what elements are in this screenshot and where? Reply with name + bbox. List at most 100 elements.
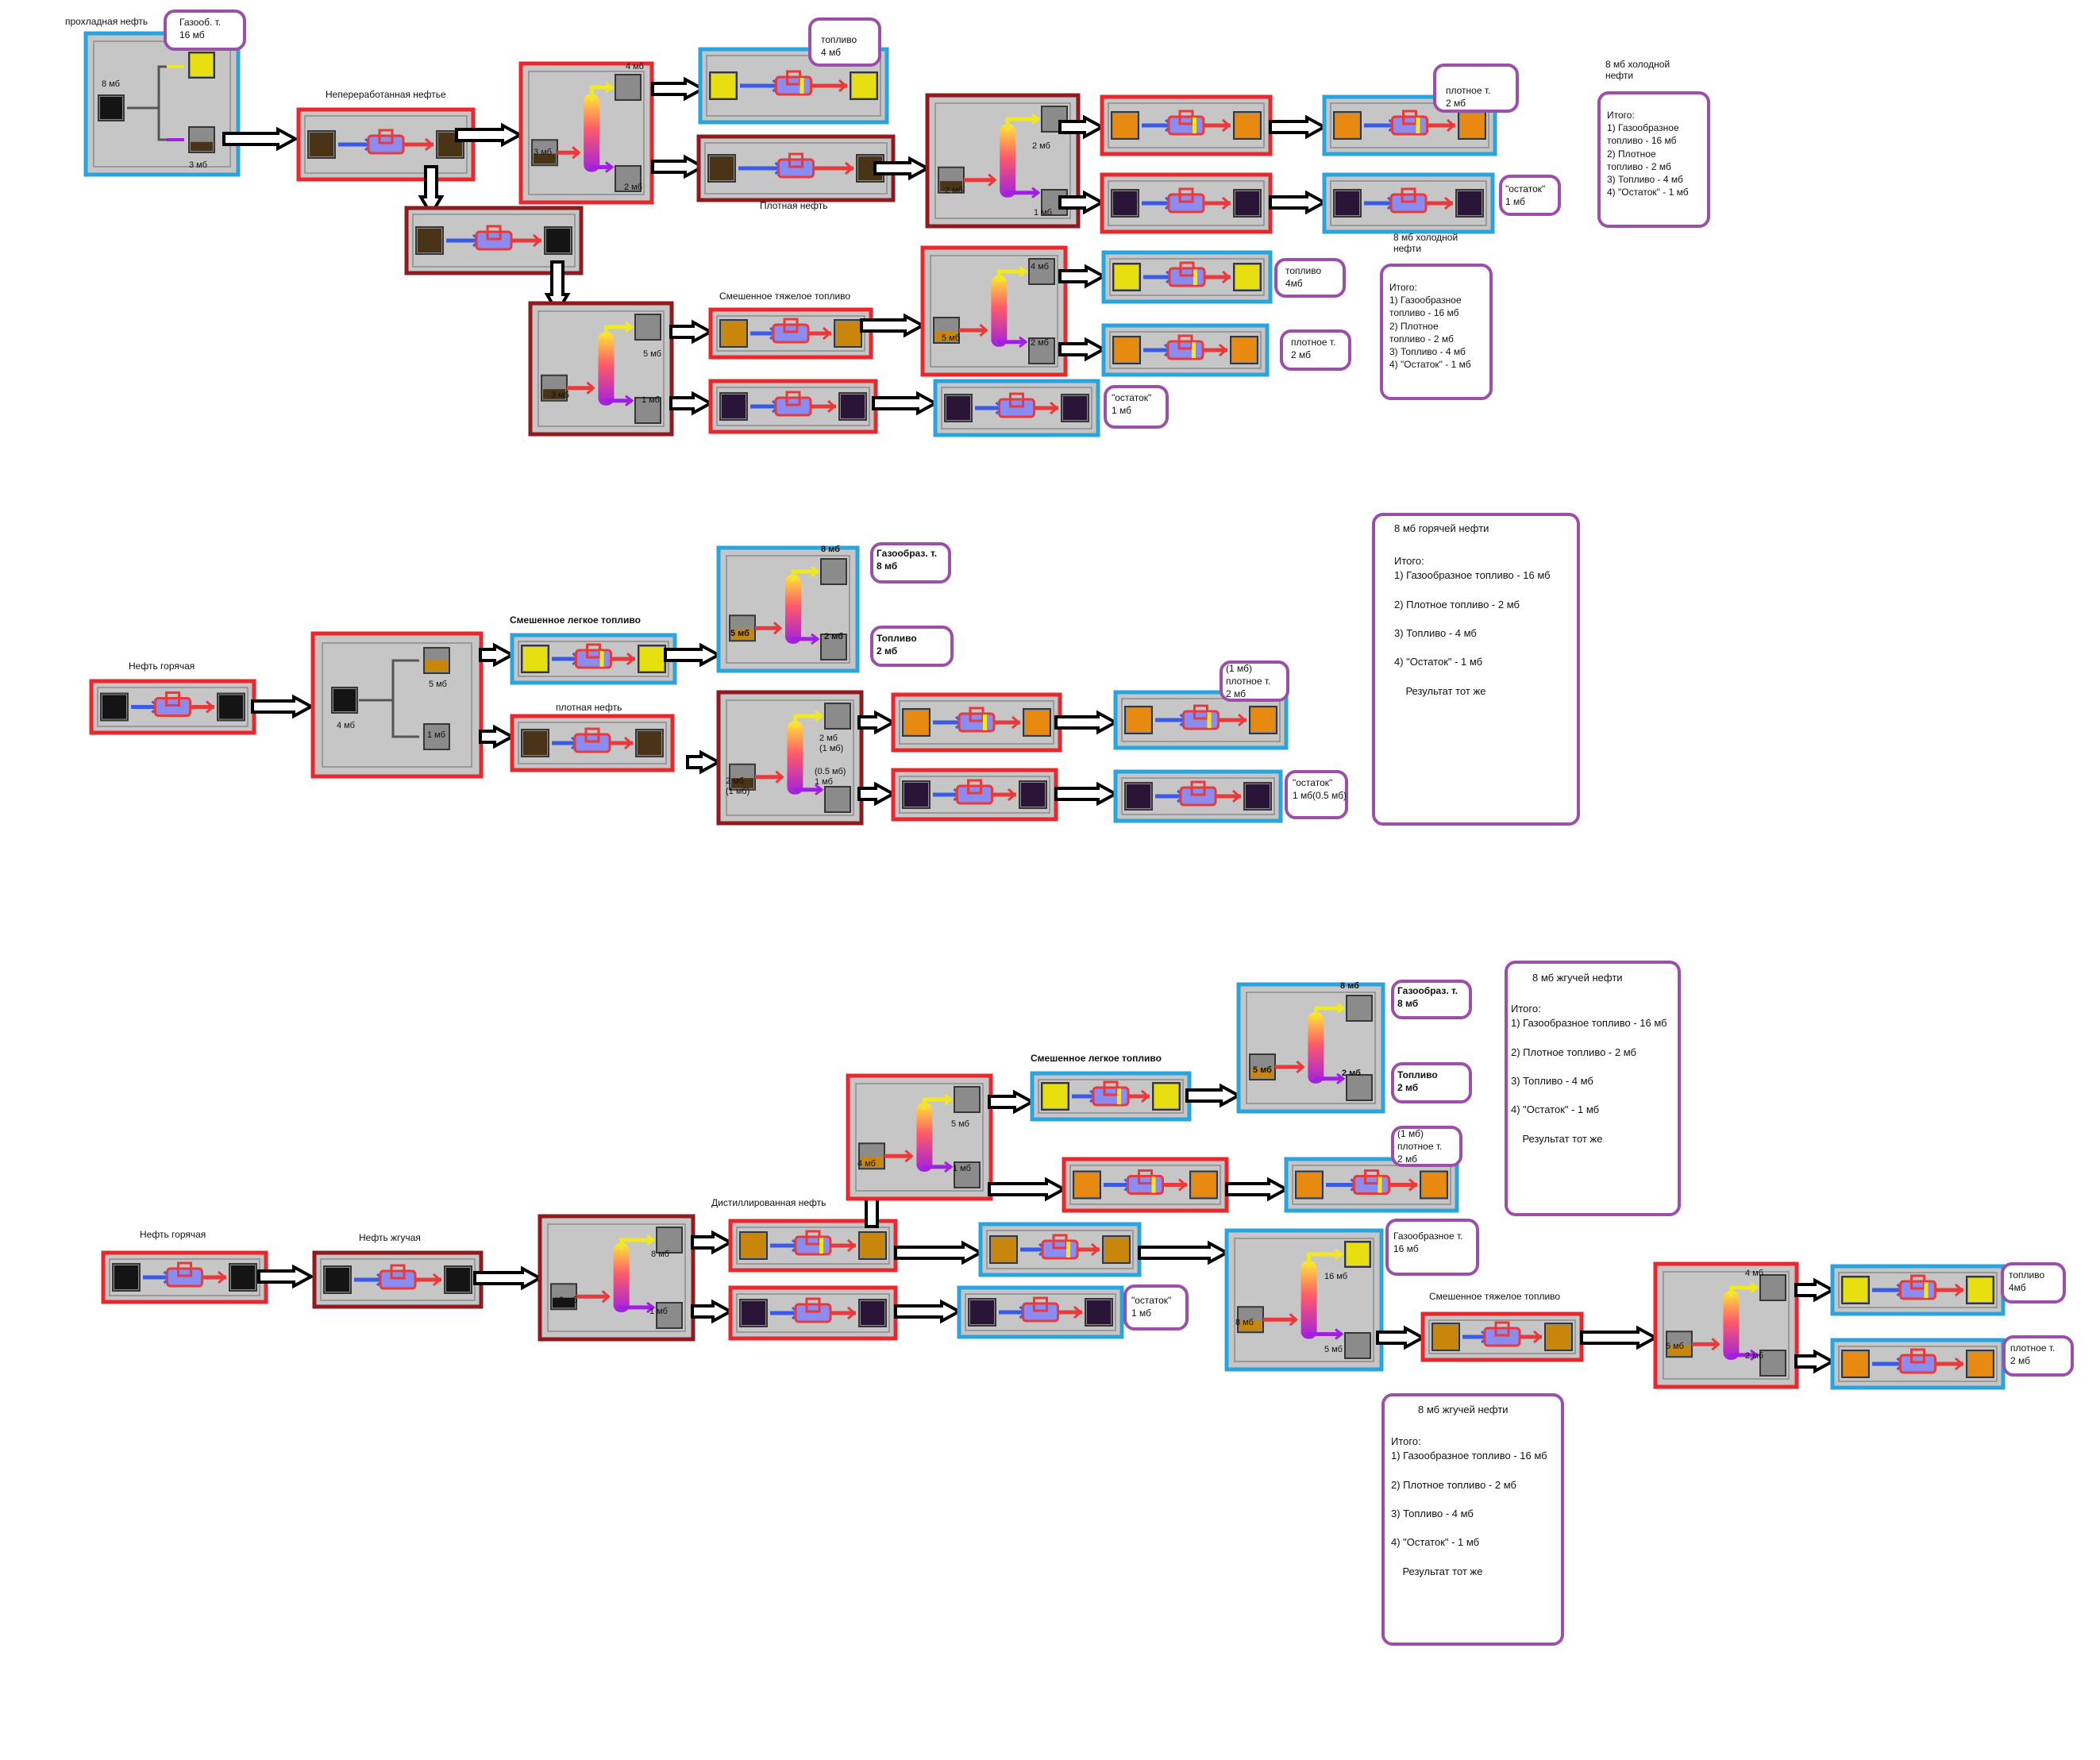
label-s2-col2-top: 2 мб (1 мб) [819, 734, 844, 754]
label-s1-sep-bottom: 3 мб [189, 160, 207, 170]
column-s3-2-output-2 [954, 1161, 981, 1188]
label-s3-colD-bottom: 2 мб [1745, 1351, 1763, 1361]
label-s3-col1-left: 8 мб [559, 1296, 577, 1305]
machine-dense-fuel-3-output-fill [1232, 338, 1256, 362]
flow-arrow [691, 1230, 734, 1255]
flow-arrow [669, 319, 715, 345]
note-s3-summary [1505, 961, 1681, 1216]
machine-s3-light-mix-heater-icon [1092, 1086, 1130, 1107]
label-s1-col3-top: 5 мб [643, 349, 661, 359]
label-s3-hot-oil: Нефть горячая [140, 1229, 206, 1240]
label-s1-col1-bottom: 2 мб [624, 183, 642, 192]
machine-dense-fuel-2-input-fill [1335, 114, 1359, 137]
machine-s3-hot-input-fill [114, 1265, 138, 1289]
label-s1-col4-top: 4 мб [1031, 262, 1049, 272]
label-s3-colA-bottom: 1 мб [953, 1164, 971, 1173]
note-s3-fuel-2-text: топливо 4мб [2009, 1269, 2045, 1294]
flow-arrow [257, 1264, 315, 1289]
flow-arrow [894, 1240, 984, 1265]
label-s2-col2-left: 2 мб (1 мб) [726, 776, 750, 797]
machine-residue-2-output-fill [1458, 191, 1482, 215]
machine-heavy-mix-output-fill [836, 322, 860, 345]
flow-arrow [1185, 1083, 1243, 1108]
note-s3-fuel [1391, 1062, 1472, 1103]
note-s1-residue-2 [1104, 385, 1169, 429]
flow-arrow [873, 156, 931, 181]
note-s2-gas [870, 542, 951, 583]
separator-out-crude-fill [191, 141, 213, 151]
flow-arrow [651, 76, 707, 102]
note-s2-fuel [870, 626, 954, 667]
machine-s2-light-mix-heater-icon [575, 649, 612, 669]
machine-dense-fuel-1-output-fill [1235, 114, 1259, 137]
note-s3-fuel-2 [2001, 1262, 2066, 1304]
machine-s3-distilled-2-output-fill [1104, 1238, 1128, 1261]
machine-fuel-2-output-fill [1235, 265, 1259, 289]
machine-fuel-1-heater-icon [775, 75, 812, 96]
note-s3-fuel-text: Топливо 2 мб [1397, 1069, 1438, 1094]
flow-arrow [1054, 781, 1119, 807]
machine-s3-residue-input-fill [742, 1301, 765, 1325]
label-s3-colB-bottom: 2 мб [1342, 1069, 1361, 1078]
label-s2-summary-title: 8 мб горячей нефти [1394, 522, 1489, 534]
note-s1-gas-text: Газооб. т. 16 мб [179, 17, 222, 41]
label-s1-col4-left: 5 мб [942, 333, 960, 343]
machine-s2-dense-fuel-2-input-fill [1127, 708, 1150, 732]
flow-arrow [479, 724, 516, 749]
column-s3-1-input-fill [553, 1297, 575, 1308]
note-s1-dense-fuel [1433, 64, 1519, 113]
note-s2-dense-fuel [1220, 660, 1289, 702]
column-s3-2-input-fill [861, 1157, 883, 1168]
machine-s3-dense-fuel-2-heater-icon [1353, 1175, 1390, 1195]
machine-s3-dense-fuel-output-fill [1192, 1173, 1216, 1197]
flow-arrow [1269, 114, 1328, 140]
label-s2-sep-bottom: 1 мб [427, 730, 445, 740]
machine-dense-fuel-1-input-fill [1113, 114, 1137, 137]
label-heavy-mix: Смешенное тяжелое топливо [719, 291, 851, 302]
machine-s2-dense-fuel-2-output-fill [1251, 708, 1275, 732]
machine-dense-fuel-3-heater-icon [1166, 340, 1204, 360]
machine-s3-dense-fuel-3-output-fill [1968, 1352, 1992, 1376]
label-s1-col2-top: 2 мб [1032, 141, 1050, 151]
separator-s2-out1-fill [426, 660, 448, 672]
flow-arrow [479, 642, 516, 668]
machine-s3-residue-output-fill [861, 1301, 884, 1325]
machine-heavy-mix-input-fill [722, 322, 746, 345]
column-s2-1-output-2-fill [823, 653, 845, 658]
column-s3-3-output-2-fill [1348, 1092, 1370, 1099]
flow-arrow [1376, 1325, 1427, 1350]
note-s3-dense-fuel-2 [2002, 1335, 2074, 1377]
label-cool-oil: прохладная нефть [65, 16, 148, 27]
column-s3-5-output-2-fill [1762, 1367, 1784, 1374]
machine-s3-light-mix-output-fill [1154, 1084, 1178, 1108]
note-s2-dense-fuel-text: (1 мб) плотное т. 2 мб [1226, 663, 1271, 700]
column-s3-4-input-fill [1239, 1320, 1262, 1331]
machine-s2-residue-input-fill [904, 783, 928, 807]
note-s1-gas [164, 10, 246, 51]
note-s1-summary-2 [1380, 264, 1493, 400]
column-s3-2-output-1 [954, 1086, 981, 1113]
machine-s3-residue-2-heater-icon [1022, 1302, 1059, 1323]
machine-fuel-2-input-fill [1115, 265, 1139, 289]
note-s3-summary-2 [1381, 1393, 1564, 1646]
label-s1-sep-left: 8 мб [102, 79, 120, 89]
flow-arrow [860, 313, 927, 338]
machine-s3-hot-heater-icon [166, 1267, 203, 1288]
machine-s2-dense-output-fill [638, 731, 661, 755]
column-s3-1-tower-icon [613, 1243, 630, 1312]
column-s1-1-tower-icon [584, 94, 600, 172]
machine-unrefined-heater-icon [367, 134, 405, 155]
column-s1-3-output-2-fill [637, 414, 659, 422]
column-s3-3-output-1 [1346, 995, 1373, 1022]
label-s3-distilled: Дистиллированная нефть [711, 1197, 827, 1208]
column-s3-4-tower-icon [1300, 1261, 1317, 1339]
flow-arrow [651, 154, 707, 179]
machine-residue-1-input-fill [1113, 191, 1137, 215]
machine-dense-fuel-2-heater-icon [1391, 115, 1428, 136]
machine-s3-dense-fuel-2-input-fill [1297, 1173, 1321, 1197]
flow-arrow [1058, 190, 1106, 215]
machine-s3-light-mix-input-fill [1043, 1084, 1067, 1108]
machine-s2-dense-heater-icon [573, 733, 611, 753]
machine-s3-residue-2-input-fill [970, 1300, 994, 1324]
column-s1-2-tower-icon [1000, 124, 1016, 198]
